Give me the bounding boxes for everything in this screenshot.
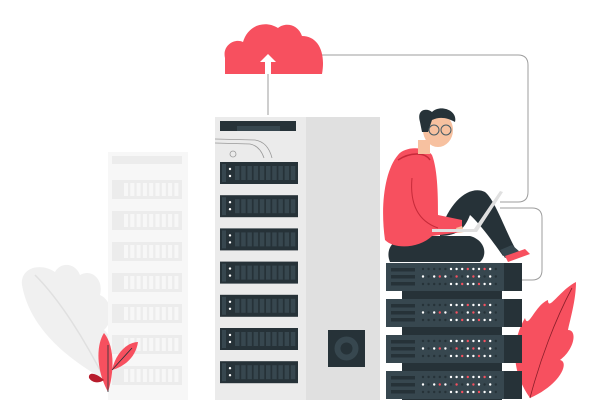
hoodie (383, 148, 462, 247)
server-unit (220, 361, 298, 384)
hair (419, 108, 456, 132)
fan-unit (328, 330, 365, 367)
server-unit (220, 162, 298, 184)
ghost-server-unit (112, 242, 182, 261)
red-leaf-plant-left (88, 333, 138, 392)
stack-server-unit (386, 299, 522, 335)
person-with-laptop (383, 108, 530, 262)
ghost-server-unit (112, 211, 182, 230)
person-legs (440, 190, 515, 256)
red-leaf-plant-right (515, 282, 576, 399)
server-unit (220, 195, 298, 218)
glasses-icon (428, 124, 440, 136)
server-unit (220, 328, 298, 350)
ghost-server-unit (112, 180, 182, 199)
server-stack (386, 263, 522, 400)
stack-server-unit (386, 335, 522, 371)
main-server-rack (214, 117, 380, 400)
stack-server-unit (386, 263, 522, 299)
cloud-upload-icon (224, 24, 324, 75)
laptop-icon (432, 191, 503, 232)
server-unit (220, 294, 298, 317)
server-unit (220, 261, 298, 284)
shoe (505, 249, 530, 262)
ghost-server-unit (112, 366, 182, 385)
ghost-server-unit (112, 273, 182, 292)
stack-server-unit (386, 371, 522, 400)
grey-leaf-plant (21, 264, 113, 381)
ghost-server-unit (112, 304, 182, 323)
server-unit (220, 228, 298, 251)
